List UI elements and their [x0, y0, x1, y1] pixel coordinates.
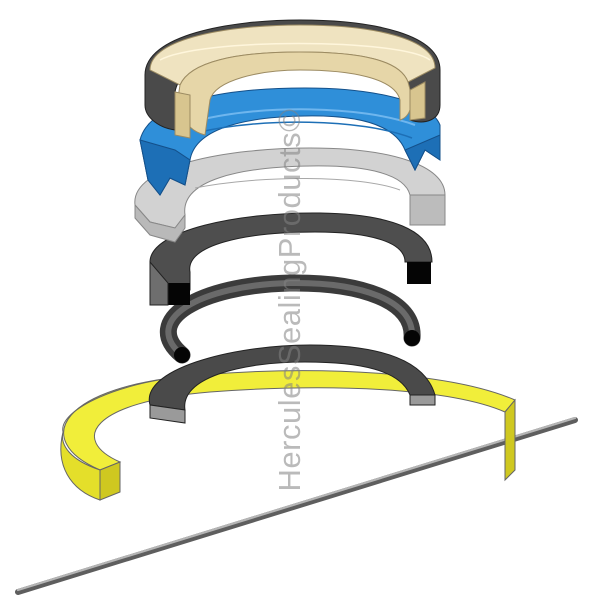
- blue-lip-seal: [139, 87, 441, 196]
- grey-backup-ring: [134, 147, 446, 243]
- o-ring: [159, 274, 421, 364]
- dark-square-ring: [149, 212, 433, 306]
- installation-pick-tool: [15, 416, 578, 595]
- tan-case-seal: [144, 19, 441, 139]
- yellow-wear-ring: [60, 370, 516, 501]
- flat-grey-ring: [148, 344, 436, 424]
